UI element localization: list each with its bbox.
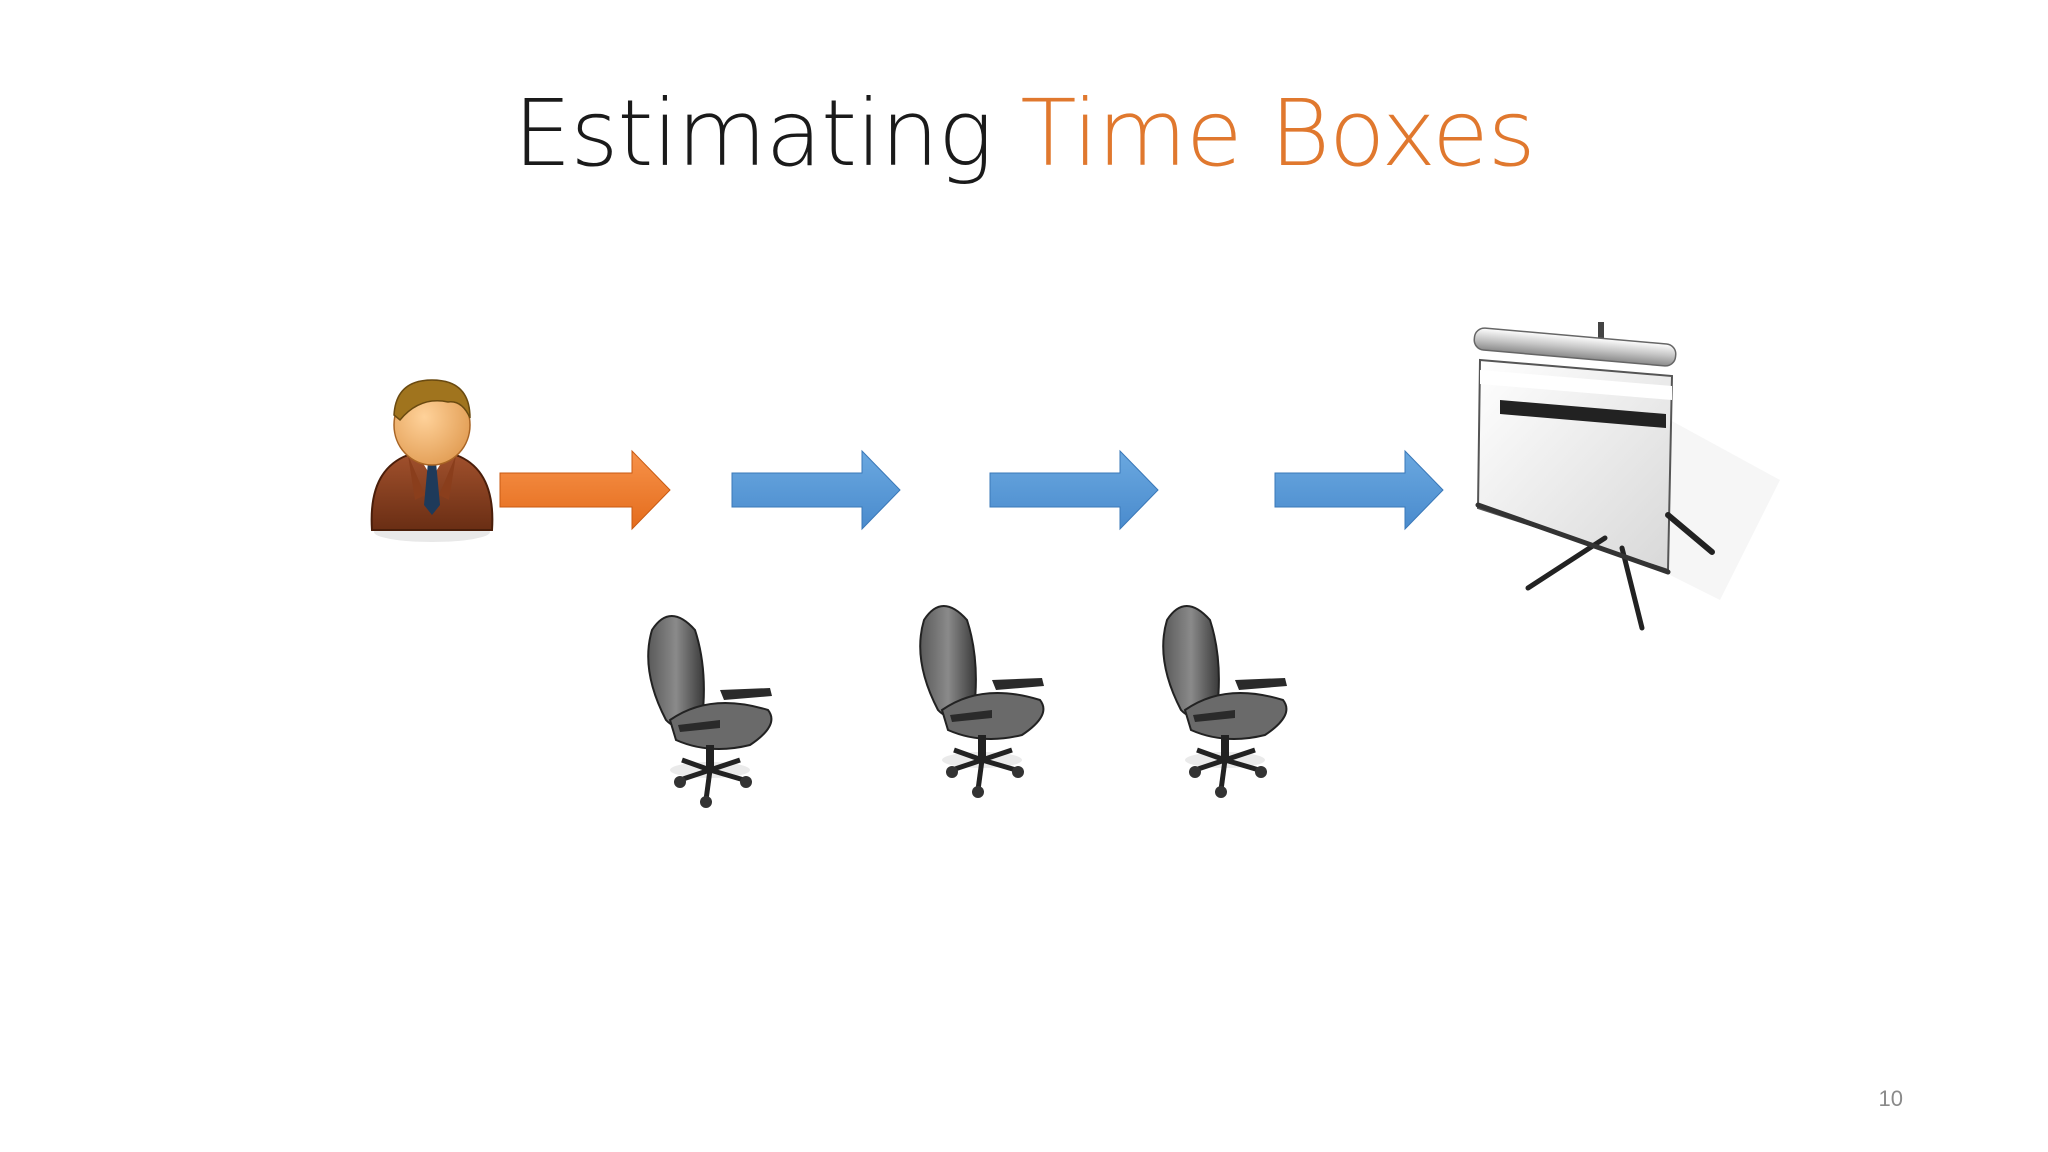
office-chair-icon xyxy=(1162,605,1288,798)
blue-arrow-icon xyxy=(731,449,901,531)
blue-arrow-icon xyxy=(989,449,1159,531)
blue-arrow-icon xyxy=(1274,449,1444,531)
orange-arrow-icon xyxy=(499,449,671,531)
office-chair-icon xyxy=(919,605,1045,798)
title-main: Estimating xyxy=(513,80,993,187)
page-number: 10 xyxy=(1878,1086,1903,1111)
projection-screen-icon xyxy=(1473,322,1780,631)
office-chair-icon xyxy=(647,615,773,808)
businessman-icon xyxy=(370,379,494,542)
slide-title: Estimating Time Boxes xyxy=(0,80,2048,187)
title-accent: Time Boxes xyxy=(1020,80,1535,187)
